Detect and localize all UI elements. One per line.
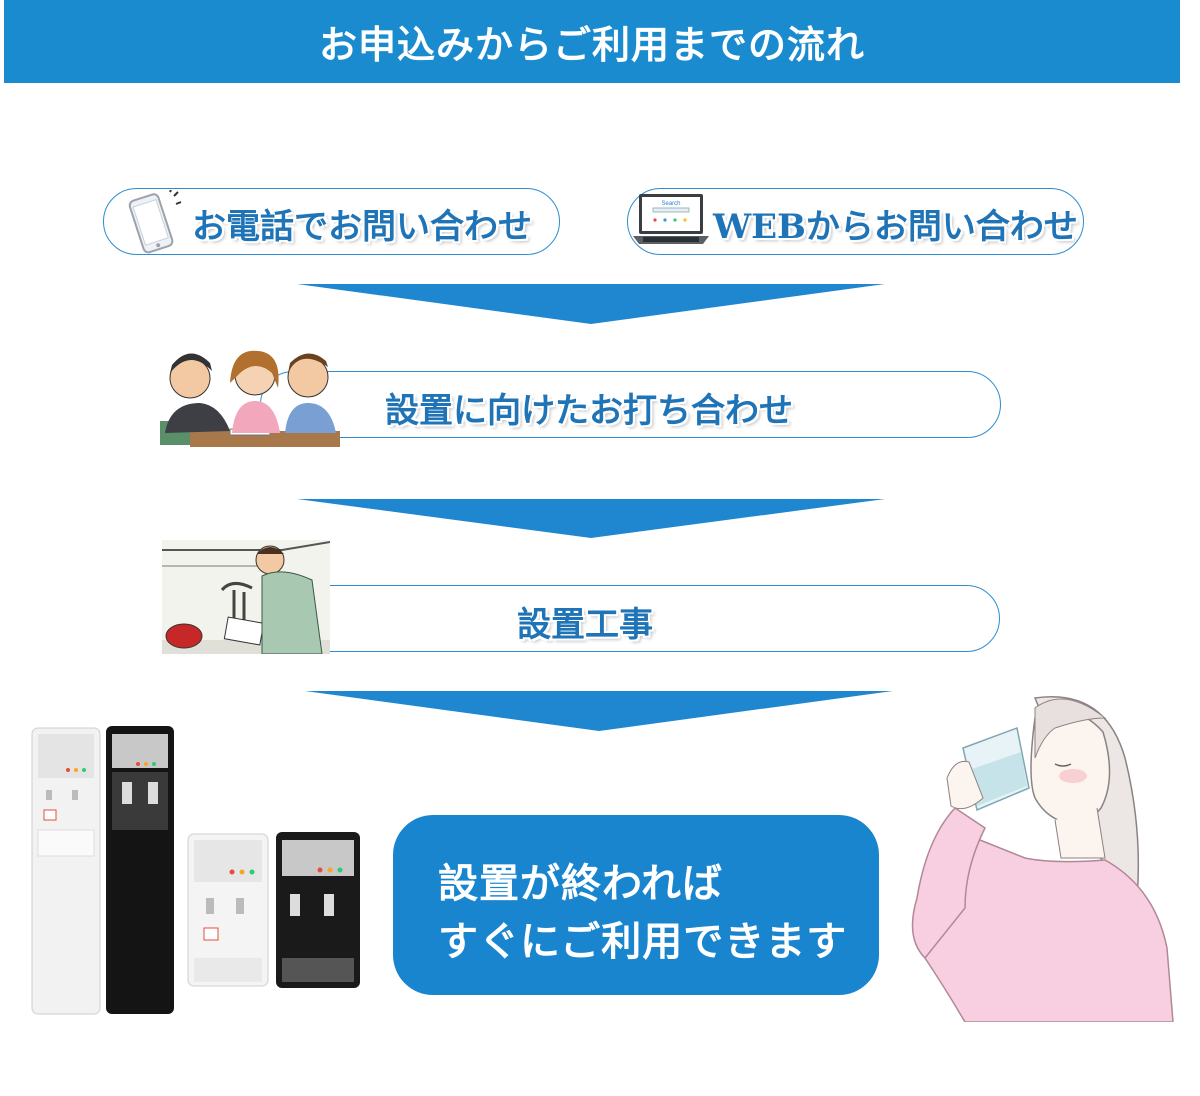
laptop-icon: Search <box>633 194 709 244</box>
woman-drinking-illustration <box>911 696 1174 1022</box>
arrow-down-1 <box>297 284 885 324</box>
plumber-illustration <box>162 540 330 654</box>
step-installation-pill <box>260 585 1000 652</box>
completion-message-box: 設置が終われば すぐにご利用できます <box>393 815 879 995</box>
smartphone-icon <box>128 190 182 254</box>
page-header: お申込みからご利用までの流れ <box>4 0 1180 83</box>
web-contact-label: WEBからお問い合わせ <box>713 207 1078 247</box>
water-server-illustration <box>31 726 360 1015</box>
phone-contact-pill[interactable] <box>103 188 560 255</box>
completion-line-1: 設置が終われば <box>438 860 723 907</box>
completion-line-2: すぐにご利用できます <box>438 918 848 965</box>
step-meeting-label: 設置に向けたお打ち合わせ <box>385 391 793 431</box>
phone-contact-label: お電話でお問い合わせ <box>192 207 532 247</box>
step-meeting-pill <box>260 371 1001 438</box>
arrow-down-3 <box>305 691 893 731</box>
search-text: Search <box>661 201 680 207</box>
meeting-illustration <box>160 350 340 447</box>
web-contact-pill[interactable] <box>627 188 1084 255</box>
page-title: お申込みからご利用までの流れ <box>318 22 865 67</box>
arrow-down-2 <box>297 499 885 538</box>
step-installation-label: 設置工事 <box>517 605 653 645</box>
